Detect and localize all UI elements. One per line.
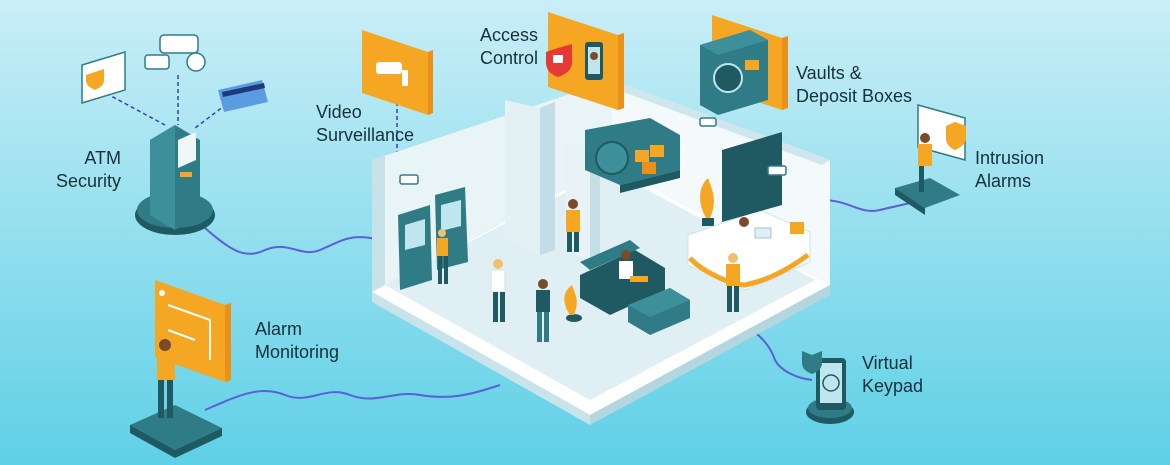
atm-shield-calendar-icon <box>81 50 126 105</box>
virtual-keypad-label-line2: Keypad <box>862 376 924 396</box>
atm-security-station <box>81 34 268 235</box>
intrusion-alarms-station <box>895 104 966 215</box>
access-control-label-line2: Control <box>479 48 538 68</box>
alarm-monitoring-station <box>130 280 231 458</box>
security-camera-icon <box>144 34 206 72</box>
vaults-sign <box>700 15 788 115</box>
vault-room <box>585 118 680 193</box>
security-camera-icon <box>376 62 408 86</box>
video-surveillance-label: Video Surveillance <box>316 101 414 147</box>
vaults-label-line2: Deposit Boxes <box>796 86 913 106</box>
intrusion-alarms-label: Intrusion Alarms <box>975 147 1044 193</box>
alarm-monitoring-label-line2: Monitoring <box>255 342 340 362</box>
service-counter <box>687 132 811 291</box>
credit-card-icon <box>218 80 268 112</box>
virtual-keypad-label-line1: Virtual <box>862 353 913 373</box>
access-control-sign <box>546 12 624 110</box>
intrusion-alarms-label-line1: Intrusion <box>975 148 1045 168</box>
atm-security-label-line2: Security <box>55 171 121 191</box>
vaults-label: Vaults & Deposit Boxes <box>796 62 912 108</box>
atm-machine-icon <box>150 125 200 230</box>
virtual-keypad-label: Virtual Keypad <box>862 352 923 398</box>
alarm-monitoring-label: Alarm Monitoring <box>255 318 339 364</box>
atm-security-label-line1: ATM <box>84 148 121 168</box>
access-control-label: Access Control <box>440 24 538 70</box>
vault-safe-icon <box>700 30 768 115</box>
fingerprint-phone-icon <box>802 351 846 410</box>
vaults-label-line1: Vaults & <box>796 63 862 83</box>
atm-security-label: ATM Security <box>20 147 121 193</box>
video-surveillance-label-line2: Surveillance <box>316 125 415 145</box>
intrusion-alarms-label-line2: Alarms <box>975 171 1032 191</box>
interior-cameras <box>399 117 787 185</box>
virtual-keypad-station <box>802 351 854 424</box>
people <box>437 199 751 342</box>
lounge-furniture <box>564 178 714 335</box>
access-control-label-line1: Access <box>479 25 538 45</box>
video-surveillance-sign <box>362 30 433 115</box>
lock-phone-icon <box>546 42 603 80</box>
alarm-monitoring-label-line1: Alarm <box>255 319 303 339</box>
video-surveillance-label-line1: Video <box>316 102 362 122</box>
